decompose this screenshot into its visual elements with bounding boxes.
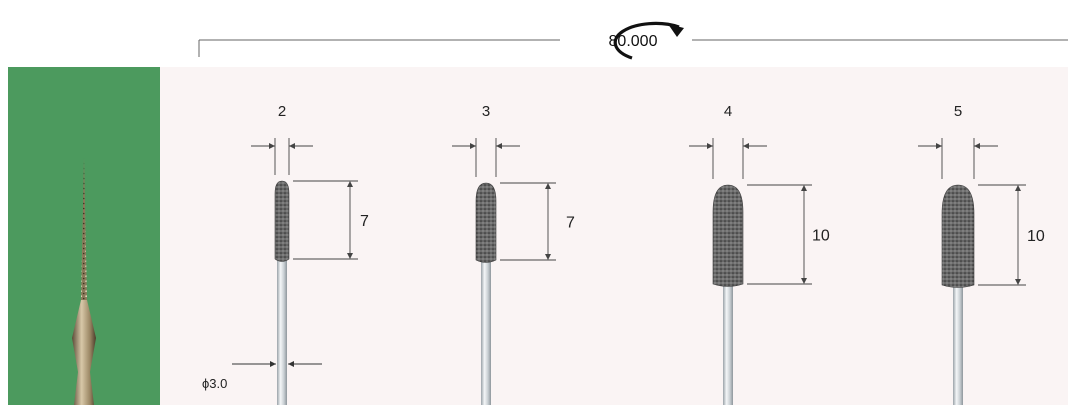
arrow-head-icon [936,143,942,149]
tool-shaft [953,279,963,405]
tool-shaft [481,254,491,405]
arrow-head-icon [743,143,749,149]
arrow-head-icon [1015,279,1021,285]
tool-stone [941,184,975,288]
arrow-head-icon [801,278,807,284]
tool-size-label: 3 [482,103,490,120]
speed-value: 80.000 [609,33,658,50]
tool-3: 37 [452,103,575,405]
tool-length-label: 10 [1027,228,1045,245]
tool-length-label: 7 [566,215,575,232]
arrow-head-icon [496,143,502,149]
arrow-head-icon [801,185,807,191]
tool-5: 5 10 [918,103,1045,405]
arrow-head-icon [974,143,980,149]
speed-bracket [198,39,1068,57]
arrow-head-icon [269,143,275,149]
arrow-head-icon [545,254,551,260]
arrow-head-icon [707,143,713,149]
rotation-arrow-icon [613,21,680,60]
tool-stone [712,184,744,287]
arrow-head-icon [347,253,353,259]
tool-length-label: 7 [360,213,369,230]
arrow-head-icon [1015,185,1021,191]
tool-size-label: 2 [278,103,286,120]
tool-shaft [723,278,733,405]
tool-length-label: 10 [812,228,830,245]
tool-stone [274,180,290,262]
diagram-panel [160,67,1068,405]
arrow-head-icon [347,181,353,187]
bur-photo [72,158,96,405]
arrow-head-icon [470,143,476,149]
speed-badge: 80.000 [609,21,684,60]
tool-2: 27 [251,103,369,405]
arrow-head-icon [545,183,551,189]
tool-4: 4 10 [689,103,830,405]
shank-dimension: ϕ3.0 [202,361,322,391]
tool-size-label: 5 [954,103,962,120]
tool-stone [475,182,497,263]
arrow-head-icon [668,24,684,37]
arrow-head-icon [289,143,295,149]
tool-shaft [277,253,287,405]
tool-size-label: 4 [724,103,732,120]
shank-diameter-label: ϕ3.0 [202,376,227,391]
